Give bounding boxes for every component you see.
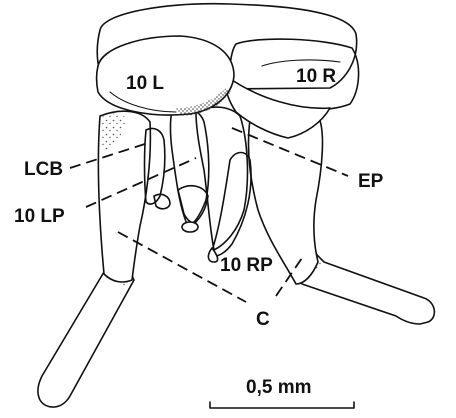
label-c: C [256,309,270,330]
scale-bar: 0,5 mm [210,377,354,408]
label-10rp: 10 RP [220,255,273,276]
label-10r: 10 R [296,66,336,87]
left-paraproct-tip [182,222,198,232]
label-10lp: 10 LP [14,206,65,227]
right-paraproct-tip [208,248,217,262]
label-ep: EP [358,171,384,192]
label-10l: 10 L [126,73,164,94]
label-lcb: LCB [24,159,63,180]
right-cercus [296,236,435,324]
scale-bar-label: 0,5 mm [246,377,311,398]
scale-bar-line [210,402,354,408]
left-cercus [38,268,134,407]
